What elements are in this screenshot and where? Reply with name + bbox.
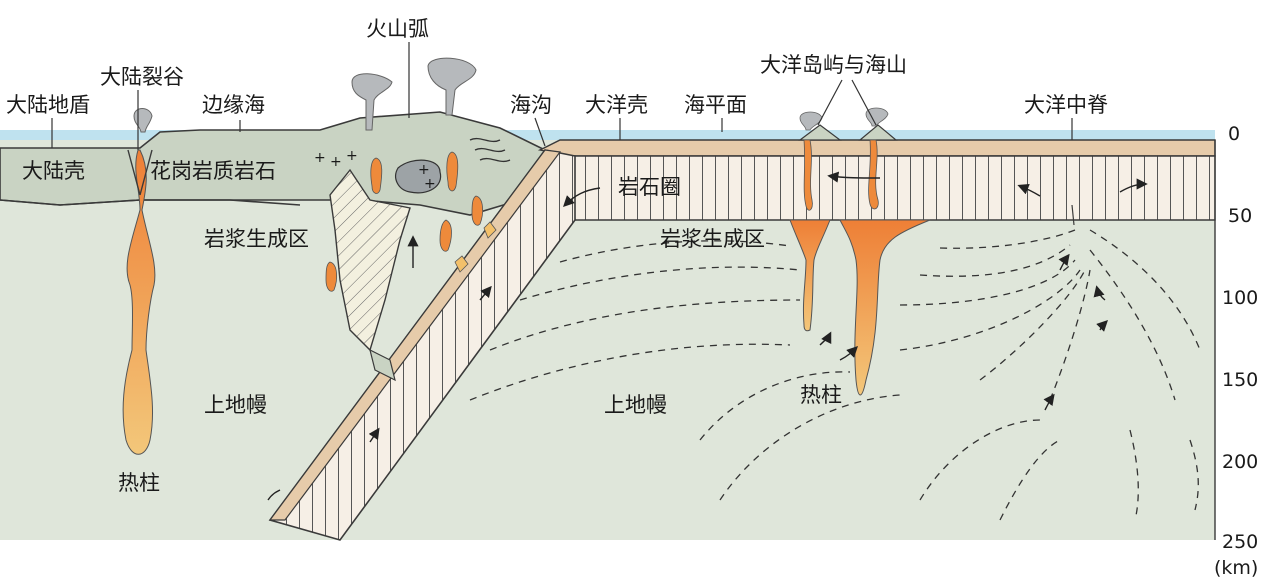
ash-plume-1 [351,73,393,131]
sea-water [0,130,1215,140]
label-magma-zone-right: 岩浆生成区 [660,227,765,251]
label-continental-shield: 大陆地盾 [6,93,90,117]
depth-tick-50: 50 [1228,205,1252,227]
label-upper-mantle-right: 上地幔 [604,393,667,417]
seamount-left [798,124,842,141]
flow-arrows [267,171,1148,501]
seamount-right [858,124,898,141]
granite-pluton [395,159,442,194]
depth-tick-0: 0 [1228,123,1240,145]
label-volcanic-arc: 火山弧 [366,17,429,41]
ocean-plume-right [839,219,931,396]
label-continental-crust: 大陆壳 [22,159,85,183]
svg-text:+: + [346,148,358,164]
label-islands-seamounts: 大洋岛屿与海山 [760,53,907,77]
label-oceanic-crust: 大洋壳 [585,93,648,117]
sky-region [0,0,1215,138]
label-plume-right: 热柱 [800,383,842,407]
label-marginal-sea: 边缘海 [202,93,265,117]
depth-tick-150: 150 [1222,369,1258,391]
label-trench: 海沟 [510,93,552,117]
ocean-plume-left [789,219,831,332]
oceanic-crust [537,139,1216,157]
depth-unit: (km) [1214,557,1258,579]
svg-text:+: + [424,176,436,192]
arc-magma-zone [329,168,411,352]
svg-text:+: + [314,150,326,166]
label-magma-zone-left: 岩浆生成区 [204,227,309,251]
ash-plume-2 [427,57,477,116]
label-continental-rift: 大陆裂谷 [100,65,184,89]
convection-lines [469,229,1201,521]
label-upper-mantle-left: 上地幔 [204,393,267,417]
label-mid-ocean-ridge: 大洋中脊 [1024,93,1108,117]
rift-plume [122,149,156,455]
depth-tick-200: 200 [1222,451,1258,473]
svg-text:+: + [418,162,430,178]
label-granitic-rock: 花岗岩质岩石 [150,159,276,183]
label-lithosphere: 岩石圈 [618,175,681,199]
label-sea-level: 海平面 [684,93,747,117]
label-plume-left: 热柱 [118,471,160,495]
depth-tick-250: 250 [1222,531,1258,553]
depth-tick-100: 100 [1222,287,1258,309]
svg-text:+: + [330,154,342,170]
slab-crust [268,149,562,521]
